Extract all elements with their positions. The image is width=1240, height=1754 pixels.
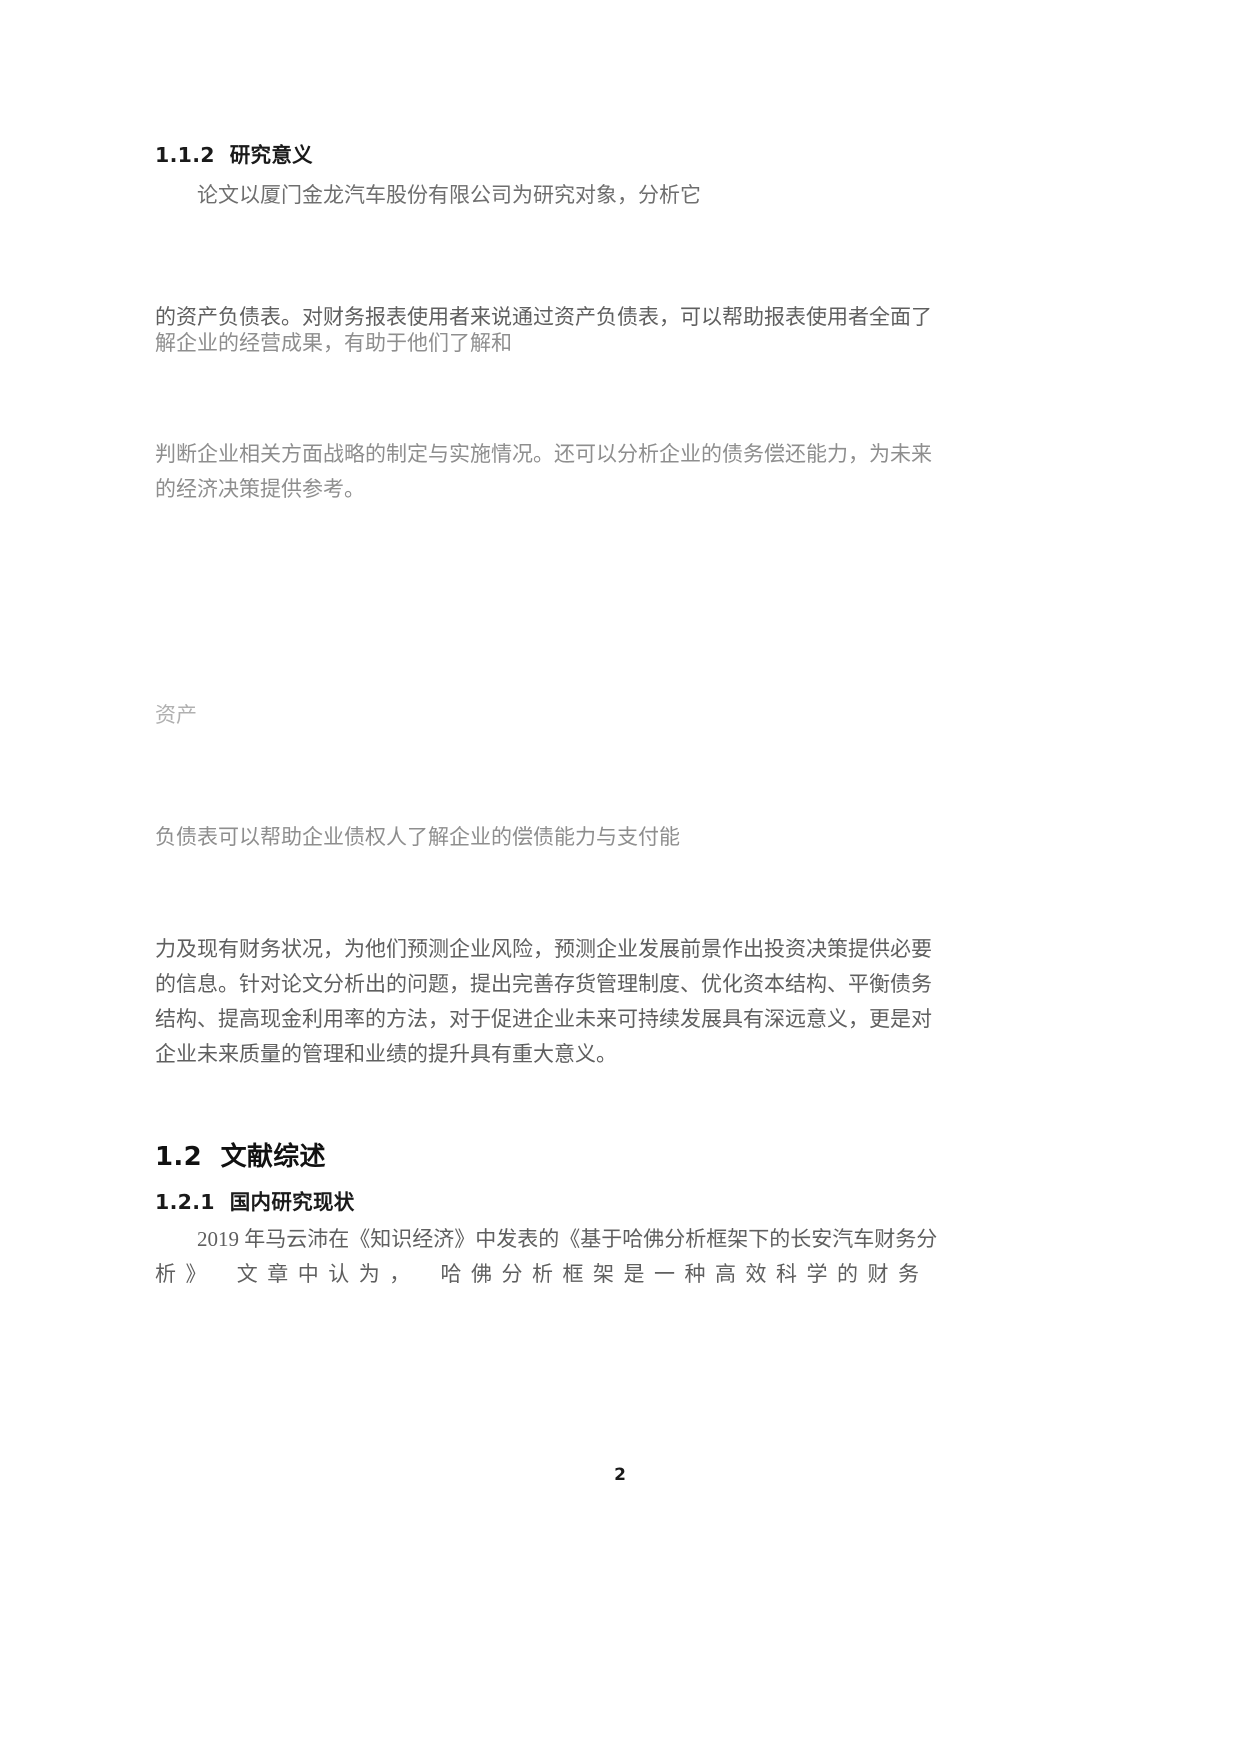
paragraph-citation-line2: 析》 文章中认为， 哈佛分析框架是一种高效科学的财务 <box>155 1262 929 1286</box>
heading-literature-review: 1.2 文献综述 <box>155 1142 326 1172</box>
paragraph-citation-line1: 2019 年马云沛在《知识经济》中发表的《基于哈佛分析框架下的长安汽车财务分 <box>197 1227 938 1251</box>
paragraph-intro: 论文以厦门金龙汽车股份有限公司为研究对象，分析它 <box>197 183 701 207</box>
paragraph-strategy-line2: 的经济决策提供参考。 <box>155 477 365 501</box>
paragraph-balance-sheet-line1: 的资产负债表。对财务报表使用者来说通过资产负债表，可以帮助报表使用者全面了 <box>155 305 932 329</box>
paragraph-conclusion-line3: 结构、提高现金利用率的方法，对于促进企业未来可持续发展具有深远意义，更是对 <box>155 1007 932 1031</box>
heading-research-significance: 1.1.2 研究意义 <box>155 143 313 167</box>
paragraph-conclusion-line2: 的信息。针对论文分析出的问题，提出完善存货管理制度、优化资本结构、平衡债务 <box>155 972 932 996</box>
paragraph-assets-fragment: 资产 <box>155 703 197 727</box>
paragraph-balance-sheet-line2: 解企业的经营成果，有助于他们了解和 <box>155 331 512 355</box>
paragraph-conclusion-line1: 力及现有财务状况，为他们预测企业风险，预测企业发展前景作出投资决策提供必要 <box>155 937 932 961</box>
paragraph-liabilities-fragment: 负债表可以帮助企业债权人了解企业的偿债能力与支付能 <box>155 825 680 849</box>
heading-domestic-research-status: 1.2.1 国内研究现状 <box>155 1190 355 1214</box>
paragraph-strategy-line1: 判断企业相关方面战略的制定与实施情况。还可以分析企业的债务偿还能力，为未来 <box>155 442 932 466</box>
paragraph-conclusion-line4: 企业未来质量的管理和业绩的提升具有重大意义。 <box>155 1042 617 1066</box>
page-number: 2 <box>614 1465 626 1485</box>
